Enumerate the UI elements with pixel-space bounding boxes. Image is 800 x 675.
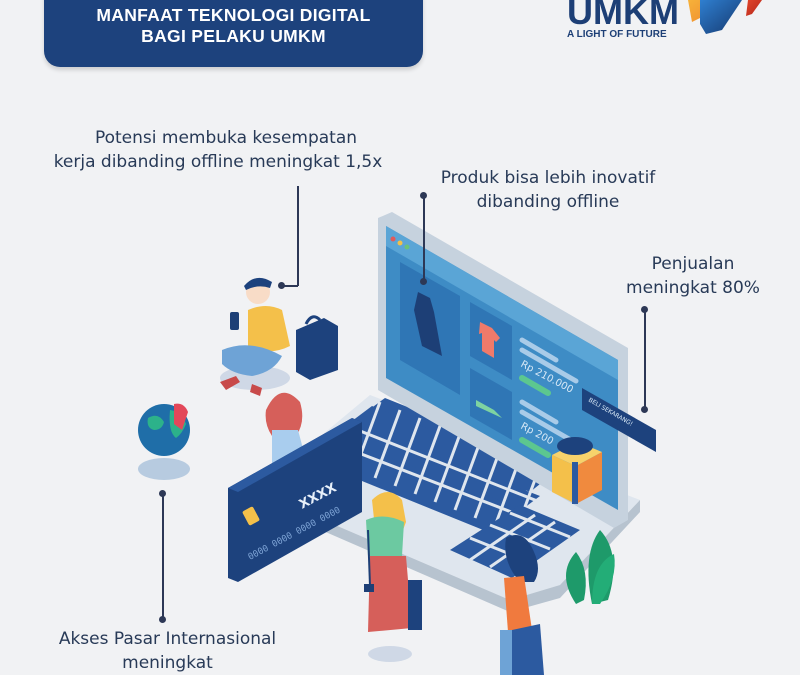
woman-shopping-2 (500, 535, 544, 675)
card-chip-icon (242, 506, 260, 526)
benefit-text: Potensi membuka kesempatan (94, 128, 358, 148)
connector-dot (641, 406, 648, 413)
connector-line-4 (162, 493, 164, 619)
connector-line-1b (282, 285, 298, 287)
shirt-icon (479, 322, 500, 358)
plant-icon (566, 530, 615, 604)
shopping-bag-icon (296, 318, 338, 380)
man-with-phone (220, 277, 338, 396)
brand-name: UMKM (567, 0, 679, 32)
benefit-text: kerja dibanding offline meningkat 1,5x (53, 152, 383, 172)
title-line-1: MANFAAT TEKNOLOGI DIGITAL (96, 5, 371, 25)
shopping-bag-icon (408, 580, 422, 630)
connector-dot (159, 616, 166, 623)
laptop: Rp 210.000 Rp 200 BELI SEKARANG! (280, 212, 656, 612)
gift-icon (552, 437, 602, 504)
benefit-text: Akses Pasar Internasional (58, 629, 277, 649)
benefit-sales-increase: Penjualan meningkat 80% (598, 252, 788, 300)
connector-line-3 (644, 309, 646, 409)
page-title: MANFAAT TEKNOLOGI DIGITAL BAGI PELAKU UM… (44, 5, 423, 47)
woman-shopping-1 (364, 492, 422, 662)
benefit-international-market: Akses Pasar Internasional meningkat (30, 627, 305, 675)
shopping-bag-icon (512, 624, 544, 675)
buy-now-button (582, 388, 656, 452)
shoe-icon (476, 400, 502, 418)
benefit-innovative-products: Produk bisa lebih inovatif dibanding off… (408, 166, 688, 214)
connector-dot (420, 278, 427, 285)
benefit-text: meningkat 80% (626, 278, 760, 298)
benefit-text: Penjualan (651, 254, 735, 274)
connector-line-2 (423, 195, 425, 281)
benefit-text: dibanding offline (476, 192, 620, 212)
dress-icon (414, 292, 442, 356)
connector-line-1 (297, 186, 299, 286)
globe-icon (138, 403, 190, 480)
title-banner: MANFAAT TEKNOLOGI DIGITAL BAGI PELAKU UM… (44, 0, 423, 67)
brand-logo: UMKM A LIGHT OF FUTURE (567, 0, 679, 40)
benefit-text: meningkat (122, 653, 213, 673)
benefit-job-opportunity: Potensi membuka kesempatan kerja dibandi… (54, 126, 386, 174)
phone-icon (230, 312, 239, 330)
connector-dot (278, 282, 285, 289)
title-line-2: BAGI PELAKU UMKM (141, 26, 326, 46)
brand-tagline: A LIGHT OF FUTURE (567, 29, 667, 40)
benefit-text: Produk bisa lebih inovatif (440, 168, 656, 188)
